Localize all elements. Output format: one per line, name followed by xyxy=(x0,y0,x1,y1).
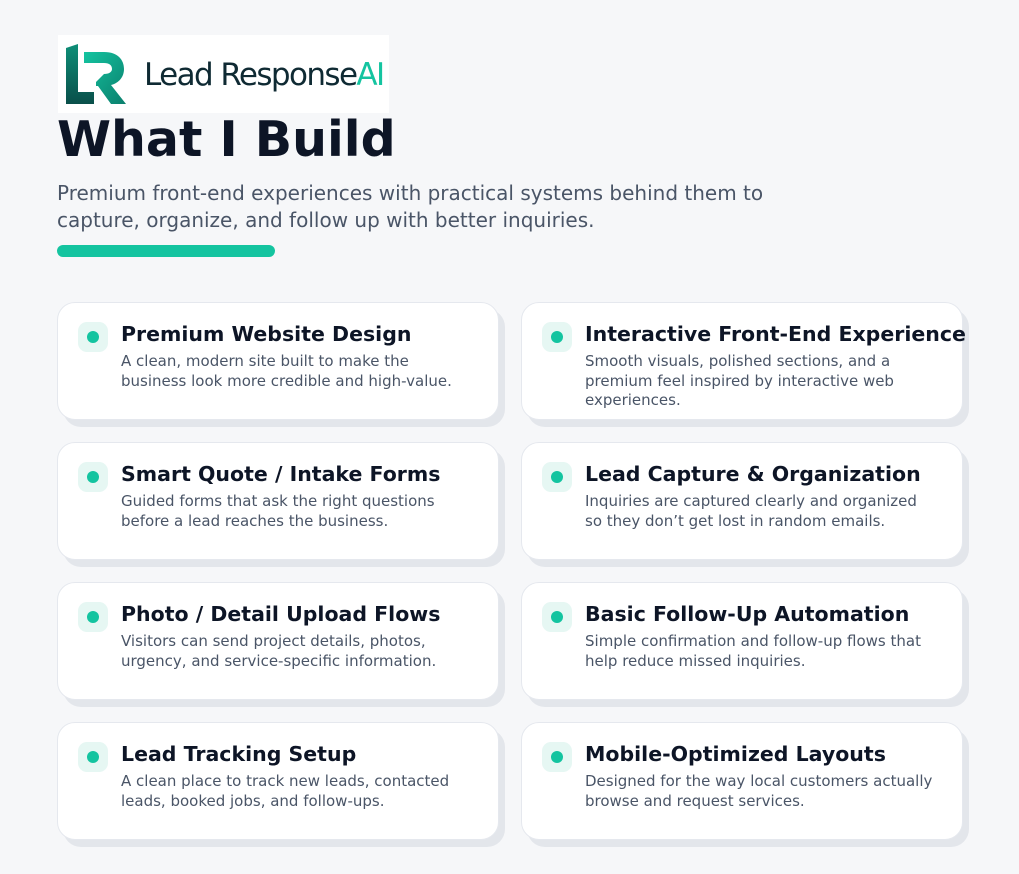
feature-card: Interactive Front-End Experience Smooth … xyxy=(521,302,966,420)
feature-description: A clean, modern site built to make the b… xyxy=(121,352,452,390)
feature-card: Lead Tracking Setup A clean place to tra… xyxy=(57,722,499,840)
feature-description: Inquiries are captured clearly and organ… xyxy=(585,492,917,530)
feature-title: Basic Follow-Up Automation xyxy=(585,602,910,626)
dot-icon xyxy=(542,322,572,352)
feature-card: Premium Website Design A clean, modern s… xyxy=(57,302,499,420)
feature-description: Smooth visuals, polished sections, and a… xyxy=(585,352,894,409)
feature-card: Lead Capture & Organization Inquiries ar… xyxy=(521,442,963,560)
dot-icon xyxy=(78,322,108,352)
dot-icon xyxy=(542,602,572,632)
page-subtitle: Premium front-end experiences with pract… xyxy=(57,181,764,232)
page-title: What I Build xyxy=(57,111,396,168)
feature-title: Interactive Front-End Experience xyxy=(585,322,966,346)
logo-word: Lead Response xyxy=(144,57,358,93)
logo-wordmark: Lead ResponseAI xyxy=(144,55,385,95)
dot-icon xyxy=(542,462,572,492)
feature-description: Designed for the way local customers act… xyxy=(585,772,933,810)
dot-icon xyxy=(542,742,572,772)
feature-title: Lead Tracking Setup xyxy=(121,742,357,766)
feature-title: Smart Quote / Intake Forms xyxy=(121,462,441,486)
accent-bar xyxy=(57,245,275,257)
dot-icon xyxy=(78,462,108,492)
dot-icon xyxy=(78,602,108,632)
feature-description: Visitors can send project details, photo… xyxy=(121,632,437,670)
feature-description: Simple confirmation and follow-up flows … xyxy=(585,632,921,670)
dot-icon xyxy=(78,742,108,772)
feature-title: Mobile-Optimized Layouts xyxy=(585,742,886,766)
feature-title: Photo / Detail Upload Flows xyxy=(121,602,441,626)
feature-description: Guided forms that ask the right question… xyxy=(121,492,435,530)
logo: Lead ResponseAI xyxy=(58,35,389,113)
feature-grid: Premium Website Design A clean, modern s… xyxy=(57,302,966,840)
feature-card: Photo / Detail Upload Flows Visitors can… xyxy=(57,582,499,700)
feature-card: Mobile-Optimized Layouts Designed for th… xyxy=(521,722,963,840)
feature-title: Lead Capture & Organization xyxy=(585,462,921,486)
lr-logo-icon xyxy=(66,44,126,104)
feature-card: Basic Follow-Up Automation Simple confir… xyxy=(521,582,963,700)
logo-ai: AI xyxy=(356,57,385,93)
feature-card: Smart Quote / Intake Forms Guided forms … xyxy=(57,442,499,560)
feature-description: A clean place to track new leads, contac… xyxy=(121,772,450,810)
feature-title: Premium Website Design xyxy=(121,322,412,346)
